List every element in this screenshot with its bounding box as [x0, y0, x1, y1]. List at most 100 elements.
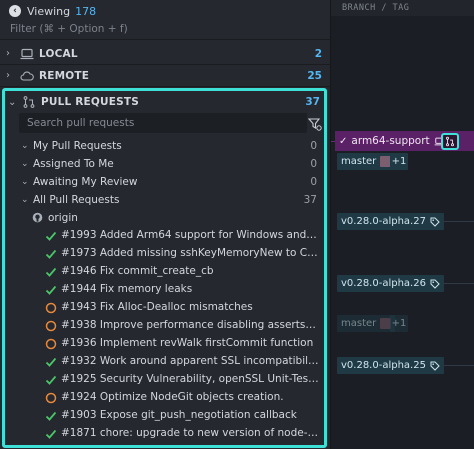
section-remote-title: REMOTE: [39, 69, 90, 82]
pull-request-title: #1938 Improve performance disabling asse…: [61, 319, 319, 331]
pull-request-item[interactable]: #1973 Added missing sshKeyMemoryNew to C…: [5, 245, 324, 263]
pull-request-item[interactable]: #1903 Expose git_push_negotiation callba…: [5, 407, 324, 425]
pull-request-icon-highlight[interactable]: [441, 133, 459, 150]
pull-request-item[interactable]: #1871 chore: upgrade to new version of n…: [5, 425, 324, 443]
pull-request-item[interactable]: #1925 Security Vulnerability, openSSL Un…: [5, 371, 324, 389]
check-icon: [45, 429, 57, 439]
pr-group-my-pull-requests[interactable]: ⌄ My Pull Requests 0: [5, 137, 324, 155]
ref-master-dim[interactable]: master: [337, 315, 396, 332]
pending-circle-icon: [45, 392, 57, 404]
avatar: [380, 156, 392, 167]
graph-header-bar: [331, 0, 474, 16]
active-branch-label: arm64-support: [351, 135, 430, 147]
tag-icon: [430, 361, 440, 371]
pr-group-awaiting-my-review[interactable]: ⌄ Awaiting My Review 0: [5, 173, 324, 191]
pull-request-title: #1903 Expose git_push_negotiation callba…: [61, 409, 297, 421]
pr-group-label: All Pull Requests: [33, 194, 120, 206]
tag-lane: [419, 365, 474, 366]
chevron-down-icon: ⌄: [21, 195, 29, 205]
check-icon: [45, 231, 57, 241]
chevron-right-icon: ›: [6, 70, 10, 81]
ref-plus-badge[interactable]: +1: [390, 153, 408, 170]
ref-tag-alpha26[interactable]: v0.28.0-alpha.26: [337, 275, 444, 292]
laptop-icon: [20, 48, 34, 59]
ref-tag-alpha25[interactable]: v0.28.0-alpha.25: [337, 357, 444, 374]
pull-request-title: #1973 Added missing sshKeyMemoryNew to C…: [61, 247, 319, 259]
pr-group-count: 0: [310, 176, 317, 188]
section-pull-requests-count: 37: [305, 96, 320, 108]
check-icon: [45, 285, 57, 295]
filter-input[interactable]: Filter (⌘ + Option + f): [0, 22, 331, 40]
pull-request-item[interactable]: #1946 Fix commit_create_cb: [5, 263, 324, 281]
chevron-down-icon: ⌄: [8, 96, 17, 108]
section-remote-count: 25: [307, 69, 322, 82]
pull-request-item[interactable]: #1924 Optimize NodeGit objects creation.: [5, 389, 324, 407]
left-sidebar: ‹ Viewing 178 Filter (⌘ + Option + f) › …: [0, 0, 331, 449]
pull-request-item[interactable]: #1936 Implement revWalk firstCommit func…: [5, 335, 324, 353]
viewing-count: 178: [75, 4, 97, 18]
pull-request-icon: [446, 136, 454, 147]
tag-icon: [430, 217, 440, 227]
section-local-count: 2: [314, 47, 322, 60]
viewing-label: Viewing: [27, 4, 71, 18]
tag-lane: [429, 221, 474, 222]
ref-plus-badge[interactable]: +1: [390, 315, 408, 332]
check-icon: [45, 446, 57, 448]
remote-origin-label: origin: [48, 212, 78, 224]
github-icon: [32, 212, 43, 223]
pull-request-item[interactable]: #1938 Improve performance disabling asse…: [5, 317, 324, 335]
pull-request-title: #1924 Optimize NodeGit objects creation.: [61, 391, 284, 403]
pull-request-title: #1946 Fix commit_create_cb: [61, 265, 214, 277]
pull-request-item[interactable]: #1943 Fix Alloc-Dealloc mismatches: [5, 299, 324, 317]
chevron-right-icon: ›: [6, 48, 10, 59]
ref-label: v0.28.0-alpha.26: [341, 278, 426, 289]
avatar: [380, 318, 392, 329]
chevron-down-icon: ⌄: [21, 159, 29, 169]
chevron-down-icon: ⌄: [21, 141, 29, 151]
check-icon: [45, 249, 57, 259]
section-pull-requests-title: PULL REQUESTS: [41, 96, 140, 108]
pull-request-item[interactable]: #1993 Added Arm64 support for Windows an…: [5, 227, 324, 245]
pr-group-label: Assigned To Me: [33, 158, 114, 170]
check-icon: [45, 357, 57, 367]
chevron-down-icon: ⌄: [21, 177, 29, 187]
section-pull-requests[interactable]: ⌄ PULL REQUESTS 37: [5, 91, 324, 113]
ref-label: master: [341, 318, 377, 329]
pr-group-assigned-to-me[interactable]: ⌄ Assigned To Me 0: [5, 155, 324, 173]
pr-group-count: 37: [303, 194, 317, 206]
pending-circle-icon: [45, 302, 57, 314]
filter-funnel-icon[interactable]: [308, 117, 322, 131]
section-remote[interactable]: › REMOTE 25: [0, 65, 331, 87]
tag-lane: [419, 283, 474, 284]
pr-group-label: My Pull Requests: [33, 140, 122, 152]
branch-tag-header: BRANCH / TAG: [342, 3, 410, 13]
pull-request-item[interactable]: #1944 Fix memory leaks: [5, 281, 324, 299]
pending-circle-icon: [45, 320, 57, 332]
remote-origin[interactable]: origin: [5, 209, 324, 227]
pull-request-item[interactable]: #1932 Work around apparent SSL incompati…: [5, 353, 324, 371]
check-icon: [45, 411, 57, 421]
pull-request-title: #1868 generate/index.js: async/await syn…: [61, 445, 319, 448]
section-local[interactable]: › LOCAL 2: [0, 43, 331, 65]
pr-group-all-pull-requests[interactable]: ⌄ All Pull Requests 37: [5, 191, 324, 209]
check-icon: ✓: [339, 135, 348, 147]
section-local-title: LOCAL: [39, 47, 78, 60]
ref-label: master: [341, 156, 377, 167]
commit-graph: BRANCH / TAG ✓ arm64-support master +1 v…: [331, 0, 474, 449]
viewing-header: ‹ Viewing 178: [0, 0, 331, 22]
ref-master[interactable]: master: [337, 153, 396, 170]
ref-label: v0.28.0-alpha.25: [341, 360, 426, 371]
ref-tag-alpha27[interactable]: v0.28.0-alpha.27: [337, 213, 444, 230]
pull-request-title: #1993 Added Arm64 support for Windows an…: [61, 229, 319, 241]
pending-circle-icon: [45, 338, 57, 350]
active-branch-ref[interactable]: ✓ arm64-support: [335, 131, 474, 151]
back-arrow-icon[interactable]: ‹: [9, 5, 21, 17]
pull-request-title: #1932 Work around apparent SSL incompati…: [61, 355, 319, 367]
ref-label: v0.28.0-alpha.27: [341, 216, 426, 227]
pull-request-title: #1944 Fix memory leaks: [61, 283, 193, 295]
pull-request-title: #1871 chore: upgrade to new version of n…: [61, 427, 319, 439]
pr-search-input[interactable]: Search pull requests: [19, 113, 307, 133]
pull-requests-panel: ⌄ PULL REQUESTS 37 Search pull requests …: [2, 88, 327, 448]
pull-request-item[interactable]: #1868 generate/index.js: async/await syn…: [5, 443, 324, 448]
pr-group-count: 0: [310, 140, 317, 152]
